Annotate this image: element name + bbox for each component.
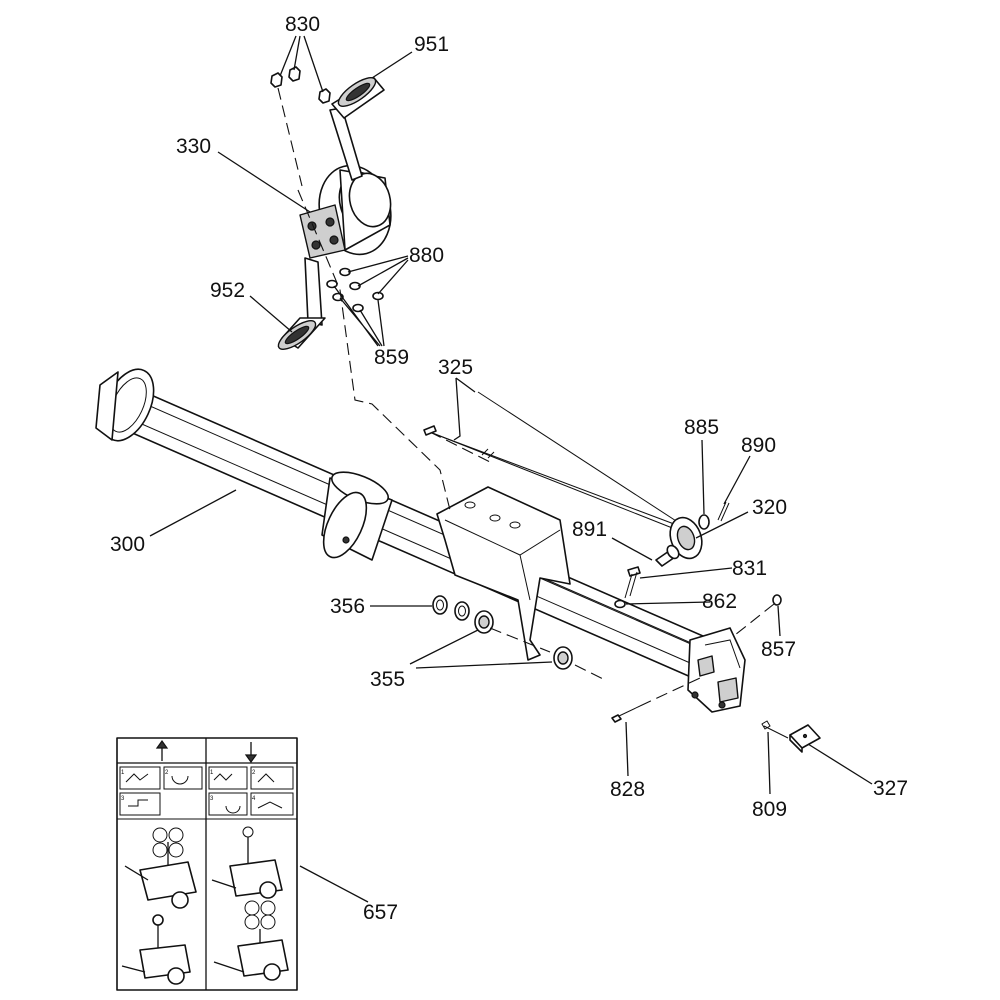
screw-809 (761, 720, 789, 739)
decal-left-step-3: 3 (121, 796, 125, 802)
label-828: 828 (610, 778, 645, 801)
decal-light-tower-icon (121, 827, 197, 985)
label-320: 320 (752, 496, 787, 519)
pulley-320 (669, 516, 703, 560)
label-356: 356 (330, 595, 365, 618)
decal-right-step-4: 4 (252, 796, 256, 802)
washers-356 (432, 595, 470, 621)
label-355: 355 (370, 668, 405, 691)
label-891: 891 (572, 518, 607, 541)
label-890: 890 (741, 434, 776, 457)
bolt-831 (624, 566, 641, 599)
winch-assembly (299, 164, 392, 259)
decal-left-step-1: 1 (121, 770, 125, 776)
label-300: 300 (110, 533, 145, 556)
label-857: 857 (761, 638, 796, 661)
label-657: 657 (363, 901, 398, 924)
decal-right-step-2: 2 (252, 770, 256, 776)
label-831: 831 (732, 557, 767, 580)
bushings-355 (474, 610, 573, 670)
washer-885 (698, 514, 710, 530)
washers-880-nuts-859 (326, 267, 384, 313)
screws-830 (270, 66, 331, 104)
label-327: 327 (873, 777, 908, 800)
nut-857 (772, 594, 782, 606)
cotter-pin-890 (717, 501, 730, 522)
label-952: 952 (210, 279, 245, 302)
label-885: 885 (684, 416, 719, 439)
leader-lines (149, 35, 873, 903)
decal-left-step-2: 2 (165, 770, 169, 776)
label-330: 330 (176, 135, 211, 158)
label-880: 880 (409, 244, 444, 267)
decal-657: 1 2 3 1 2 3 4 (116, 737, 298, 991)
label-951: 951 (414, 33, 449, 56)
cable-325 (423, 425, 691, 531)
decal-down-arrow-icon (244, 742, 258, 764)
decal-right-step-1: 1 (210, 770, 214, 776)
label-809: 809 (752, 798, 787, 821)
pin-891 (655, 544, 680, 567)
label-325: 325 (438, 356, 473, 379)
label-830: 830 (285, 13, 320, 36)
decal-right-step-3: 3 (210, 796, 214, 802)
part-labels: 830 951 330 880 952 859 325 885 890 320 … (110, 13, 908, 924)
handle-951 (329, 77, 385, 181)
decal-up-arrow-icon (155, 739, 169, 761)
block-327 (789, 724, 821, 753)
mast-tube (95, 368, 746, 713)
screw-828 (611, 705, 641, 723)
nut-862 (614, 599, 626, 609)
decal-light-tower-icon (211, 826, 289, 981)
label-862: 862 (702, 590, 737, 613)
label-859: 859 (374, 346, 409, 369)
handle-952 (277, 257, 326, 350)
